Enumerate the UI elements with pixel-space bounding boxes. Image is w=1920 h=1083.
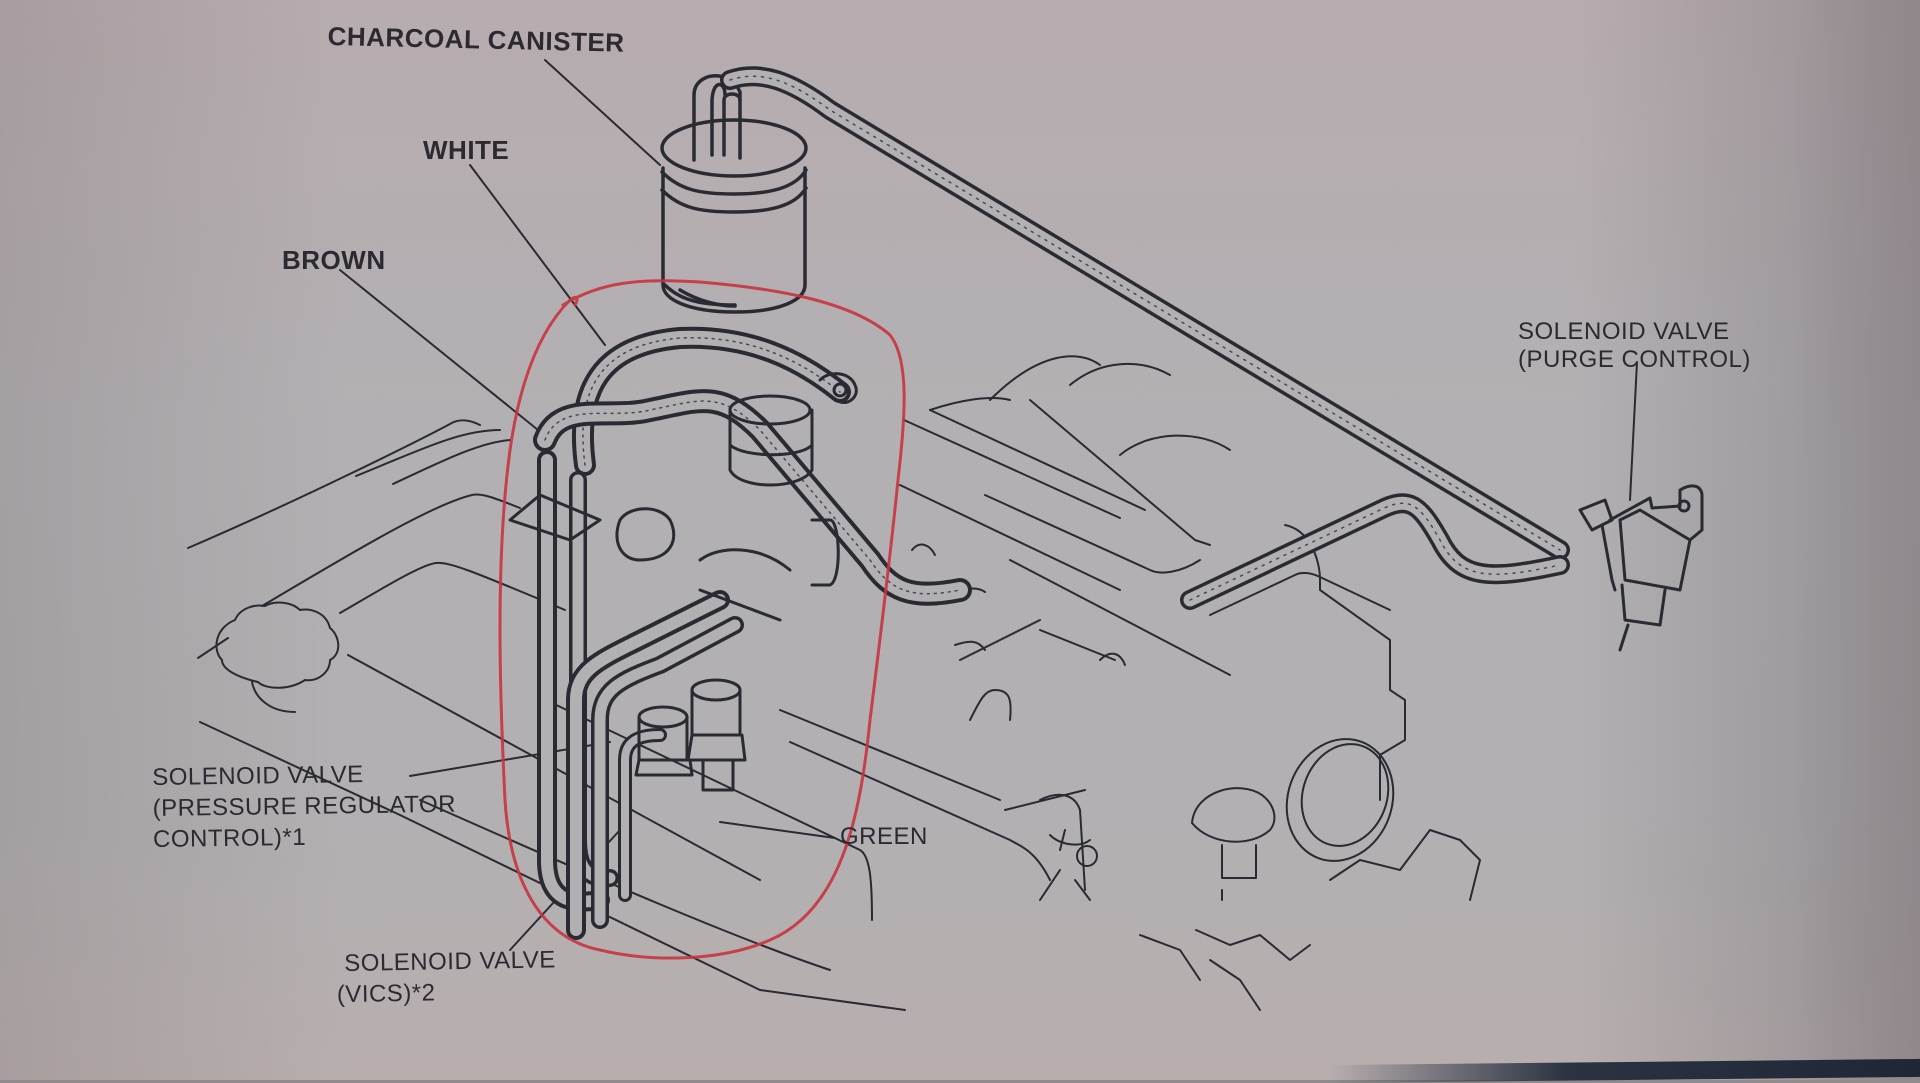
purge-valve-line2: (PURGE CONTROL) (1518, 346, 1751, 373)
pressure-valve-line3: CONTROL)*1 (152, 823, 307, 853)
brown-hose (533, 389, 972, 606)
label-purge-control-valve: SOLENOID VALVE (PURGE CONTROL) (1518, 318, 1751, 374)
engine-outline (187, 355, 1481, 1011)
highlight-circle-annotation (498, 279, 906, 960)
solenoid-valves-pair (634, 678, 747, 792)
purge-control-solenoid (1578, 484, 1704, 652)
oil-filler-cap (1191, 787, 1276, 843)
pressure-valve-line1: SOLENOID VALVE (152, 761, 364, 791)
label-charcoal-canister: CHARCOAL CANISTER (327, 21, 625, 58)
label-white-hose: WHITE (423, 135, 510, 165)
charcoal-canister (660, 74, 808, 314)
purge-valve-line1: SOLENOID VALVE (1518, 318, 1730, 345)
pulley (1285, 738, 1395, 862)
radiator-cap (215, 601, 340, 689)
pressure-valve-line2: (PRESSURE REGULATOR (152, 790, 457, 822)
leader-white (469, 164, 606, 346)
vics-valve-line1: SOLENOID VALVE (344, 946, 556, 977)
label-vics-valve: SOLENOID VALVE (VICS)*2 (337, 944, 557, 1010)
label-green-hose: GREEN (840, 823, 928, 850)
screen-edge-shade (1790, 0, 1920, 1080)
vertical-hoses (537, 450, 744, 940)
leader-green (719, 821, 836, 839)
center-valve-assembly (508, 372, 858, 622)
leader-purge-valve (1629, 361, 1638, 501)
leader-brown (339, 269, 539, 431)
vics-valve-line2: (VICS)*2 (336, 979, 436, 1009)
leader-lines (339, 59, 1638, 951)
label-brown-hose: BROWN (282, 245, 386, 275)
leader-charcoal-canister (544, 59, 661, 166)
purge-hose (720, 66, 1570, 560)
label-pressure-regulator-valve: SOLENOID VALVE (PRESSURE REGULATOR CONTR… (152, 758, 457, 855)
manifold-hose (1180, 493, 1570, 610)
vacuum-hoses (533, 66, 1570, 940)
